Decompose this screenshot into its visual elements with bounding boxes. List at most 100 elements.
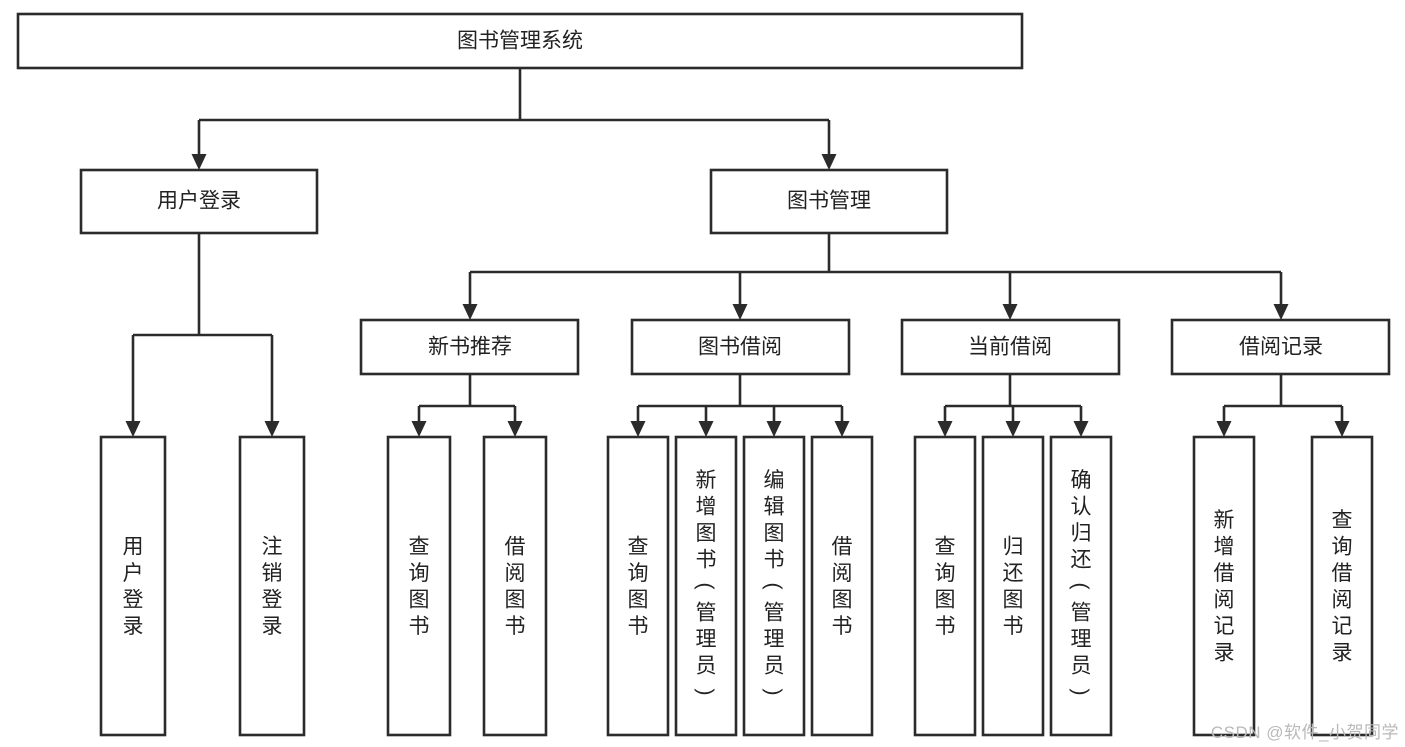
svg-text:录: 录 (1214, 641, 1235, 664)
svg-text:图: 图 (628, 588, 649, 611)
svg-text:图: 图 (409, 588, 430, 611)
arrow-icon-to-user-login (191, 154, 207, 170)
svg-text:书: 书 (505, 615, 526, 638)
svg-text:借: 借 (1332, 562, 1353, 585)
node-new-book-recommend[interactable]: 新书推荐 (359, 318, 580, 376)
node-user-login-label: 用户登录 (157, 190, 241, 213)
arrow-icon-current-leaf-2 (1073, 421, 1089, 437)
svg-text:书: 书 (935, 615, 956, 638)
arrow-icon-to-borrow (732, 304, 748, 320)
svg-text:图: 图 (696, 522, 717, 545)
node-layer: 图书管理系统 用户登录 图书管理 新书推荐 图书借阅 当前借阅 借阅记录 (16, 12, 1391, 737)
arrow-icon-to-newbook (462, 304, 478, 320)
arrow-icon-current-leaf-1 (1005, 421, 1021, 437)
node-user-login[interactable]: 用户登录 (79, 168, 319, 235)
svg-text:管: 管 (696, 602, 717, 625)
svg-text:注: 注 (262, 535, 283, 558)
svg-text:询: 询 (409, 562, 430, 585)
svg-text:用: 用 (123, 535, 144, 558)
arrow-icon-record-leaf-0 (1216, 421, 1232, 437)
node-borrow-record[interactable]: 借阅记录 (1170, 318, 1391, 376)
svg-text:借: 借 (1214, 562, 1235, 585)
arrow-icon-userlogin-leaf-0 (125, 421, 141, 437)
svg-text:图: 图 (505, 588, 526, 611)
arrow-icon-to-record (1273, 304, 1289, 320)
svg-text:): ) (762, 689, 785, 696)
node-book-borrow[interactable]: 图书借阅 (630, 318, 851, 376)
svg-text:录: 录 (123, 615, 144, 638)
svg-text:图: 图 (935, 588, 956, 611)
svg-text:登: 登 (123, 588, 144, 611)
arrow-icon-borrow-leaf-2 (766, 421, 782, 437)
svg-text:书: 书 (409, 615, 430, 638)
svg-text:书: 书 (1003, 615, 1024, 638)
svg-text:理: 理 (1071, 628, 1092, 651)
svg-text:): ) (694, 689, 717, 696)
svg-text:销: 销 (262, 562, 283, 585)
svg-text:): ) (1069, 689, 1092, 696)
svg-text:书: 书 (764, 549, 785, 572)
arrow-icon-borrow-leaf-0 (630, 421, 646, 437)
arrow-icon-borrow-leaf-3 (834, 421, 850, 437)
node-current-borrow-label: 当前借阅 (968, 336, 1052, 359)
svg-text:(: ( (1069, 583, 1092, 590)
arrow-icon-borrow-leaf-1 (698, 421, 714, 437)
svg-text:查: 查 (1332, 509, 1353, 532)
arrow-icon-userlogin-leaf-1 (264, 421, 280, 437)
svg-text:增: 增 (696, 496, 717, 519)
leaf-node-0-label: 用户登录 (123, 535, 144, 638)
svg-text:辑: 辑 (764, 496, 785, 519)
svg-text:录: 录 (262, 615, 283, 638)
node-book-borrow-label: 图书借阅 (698, 336, 782, 359)
arrow-icon-newbook-leaf-1 (507, 421, 523, 437)
svg-text:(: ( (762, 583, 785, 590)
svg-text:管: 管 (1071, 602, 1092, 625)
svg-text:理: 理 (696, 628, 717, 651)
node-root[interactable]: 图书管理系统 (16, 12, 1024, 70)
svg-text:书: 书 (832, 615, 853, 638)
svg-text:户: 户 (123, 562, 144, 585)
svg-text:管: 管 (764, 602, 785, 625)
svg-text:询: 询 (1332, 535, 1353, 558)
edge-layer (131, 68, 1344, 422)
svg-text:登: 登 (262, 588, 283, 611)
node-book-manage[interactable]: 图书管理 (709, 168, 949, 235)
svg-text:查: 查 (628, 535, 649, 558)
arrow-icon-record-leaf-1 (1334, 421, 1350, 437)
svg-text:归: 归 (1003, 535, 1024, 558)
node-borrow-record-label: 借阅记录 (1239, 336, 1323, 359)
svg-text:(: ( (694, 583, 717, 590)
svg-text:还: 还 (1071, 549, 1092, 572)
svg-text:确: 确 (1071, 469, 1092, 492)
svg-text:员: 员 (696, 655, 717, 678)
leaf-node-0[interactable]: 用户登录 (99, 435, 167, 737)
node-root-label: 图书管理系统 (457, 30, 583, 53)
node-book-manage-label: 图书管理 (787, 190, 871, 213)
node-new-book-recommend-label: 新书推荐 (428, 336, 512, 359)
svg-text:增: 增 (1214, 535, 1235, 558)
node-current-borrow[interactable]: 当前借阅 (900, 318, 1121, 376)
svg-text:阅: 阅 (832, 562, 853, 585)
